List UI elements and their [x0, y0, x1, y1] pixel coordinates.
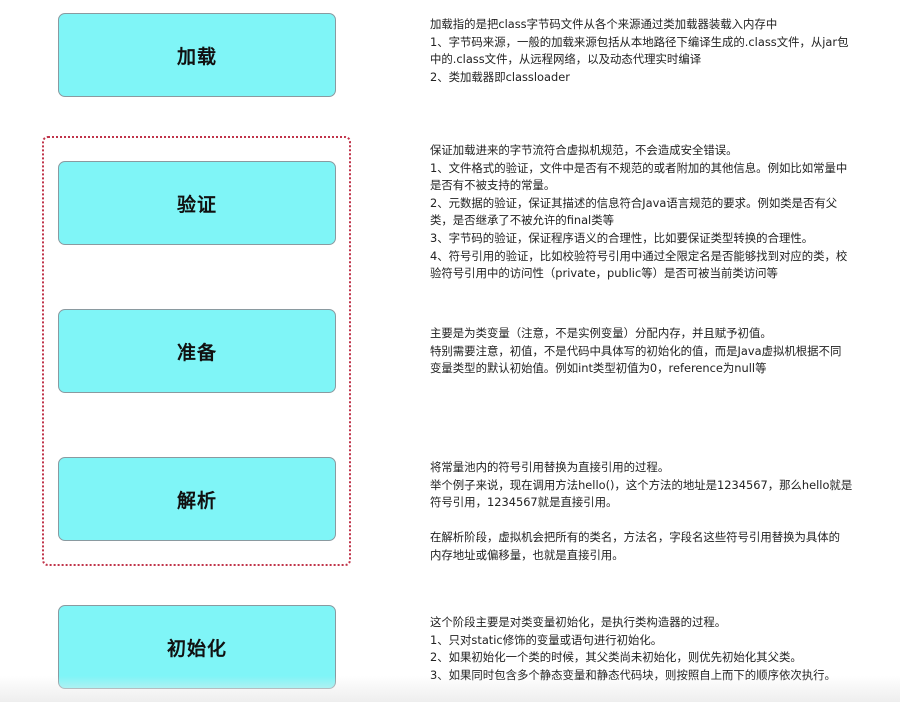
stage-box-loading: 加载 [58, 13, 336, 97]
stage-box-preparation: 准备 [58, 309, 336, 393]
verification-description: 保证加载进来的字节流符合虚拟机规范，不会造成安全错误。 1、文件格式的验证，文件… [430, 142, 878, 283]
description-line: 验符号引用中的访问性（private，public等）是否可被当前类访问等 [430, 266, 778, 281]
description-line: 这个阶段主要是对类变量初始化，是执行类构造器的过程。 [430, 615, 727, 629]
linking-phase-frame [42, 136, 351, 566]
description-line: 举个例子来说，现在调用方法hello()，这个方法的地址是1234567，那么h… [430, 477, 853, 492]
stage-label: 准备 [176, 341, 217, 364]
description-line: 在解析阶段，虚拟机会把所有的类名，方法名，字段名这些符号引用替换为具体的 [430, 530, 841, 545]
initialization-description: 这个阶段主要是对类变量初始化，是执行类构造器的过程。 1、只对static修饰的… [430, 614, 878, 684]
bottom-shadow [0, 676, 900, 702]
resolution-description: 将常量池内的符号引用替换为直接引用的过程。 举个例子来说，现在调用方法hello… [430, 459, 878, 565]
description-line: 是否有不被支持的常量。 [430, 178, 556, 193]
description-line: 变量类型的默认初始值。例如int类型初值为0，reference为null等 [430, 361, 767, 376]
description-line: 类，是否继承了不被允许的final类等 [430, 213, 615, 228]
description-line: 内存地址或偏移量，也就是直接引用。 [430, 547, 624, 562]
description-line: 保证加载进来的字节流符合虚拟机规范，不会造成安全错误。 [430, 143, 738, 157]
description-line: 2、类加载器即classloader [430, 69, 570, 84]
stage-label: 验证 [176, 193, 217, 216]
description-line: 3、字节码的验证，保证程序语义的合理性，比如要保证类型转换的合理性。 [430, 230, 814, 245]
description-line: 4、符号引用的验证，比如校验符号引用中通过全限定名是否能够找到对应的类，校 [430, 248, 848, 263]
description-line [430, 512, 878, 530]
preparation-description: 主要是为类变量（注意，不是实例变量）分配内存，并且赋予初值。 特别需要注意，初值… [430, 325, 878, 378]
description-line: 主要是为类变量（注意，不是实例变量）分配内存，并且赋予初值。 [430, 326, 772, 340]
description-line: 2、如果初始化一个类的时候，其父类尚未初始化，则优先初始化其父类。 [430, 650, 802, 665]
stage-box-verification: 验证 [58, 161, 336, 245]
description-line: 2、元数据的验证，保证其描述的信息符合Java语言规范的要求。例如类是否有父 [430, 195, 838, 210]
description-line: 特别需要注意，初值，不是代码中具体写的初始化的值，而是Java虚拟机根据不同 [430, 343, 842, 358]
stage-label: 解析 [176, 489, 217, 512]
stage-label: 加载 [176, 45, 217, 68]
stage-label: 初始化 [166, 637, 227, 660]
loading-description: 加载指的是把class字节码文件从各个来源通过类加载器装载入内存中 1、字节码来… [430, 16, 878, 86]
stage-box-resolution: 解析 [58, 457, 336, 541]
description-line: 1、字节码来源，一般的加载来源包括从本地路径下编译生成的.class文件，从ja… [430, 34, 849, 49]
description-line: 1、文件格式的验证，文件中是否有不规范的或者附加的其他信息。例如比如常量中 [430, 160, 848, 175]
description-line: 将常量池内的符号引用替换为直接引用的过程。 [430, 460, 670, 474]
description-line: 1、只对static修饰的变量或语句进行初始化。 [430, 632, 663, 647]
description-line: 加载指的是把class字节码文件从各个来源通过类加载器装载入内存中 [430, 17, 778, 31]
description-line: 中的.class文件，从远程网络，以及动态代理实时编译 [430, 52, 702, 67]
description-line: 符号引用，1234567就是直接引用。 [430, 495, 618, 510]
